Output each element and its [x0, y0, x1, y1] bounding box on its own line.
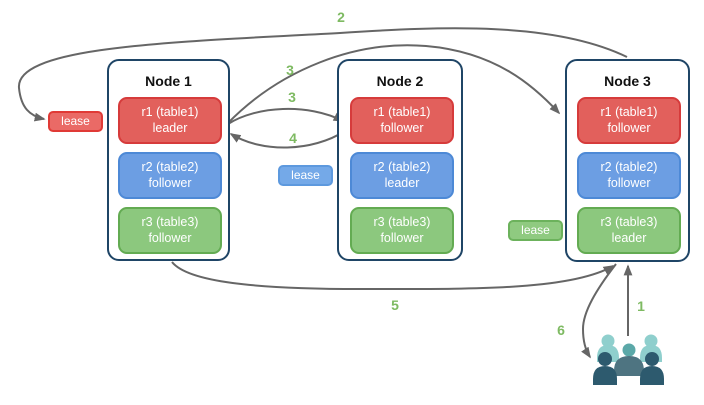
node1-replica-r1: r1 (table1) leader: [118, 97, 222, 144]
node-2-title: Node 2: [376, 73, 424, 89]
replica-range-label: r2 (table2): [141, 160, 199, 175]
replica-range-label: r2 (table2): [600, 160, 658, 175]
step-label-5: 5: [391, 297, 399, 313]
replica-range-label: r1 (table1): [373, 105, 431, 120]
replica-role-label: follower: [380, 230, 424, 245]
node1-replica-r2: r2 (table2) follower: [118, 152, 222, 199]
replica-range-label: r1 (table1): [600, 105, 658, 120]
lease-badge-table3: lease: [508, 220, 563, 241]
lease-badge-table1: lease: [48, 111, 103, 132]
node3-replica-r1: r1 (table1) follower: [577, 97, 681, 144]
replica-range-label: r2 (table2): [373, 160, 431, 175]
replica-range-label: r3 (table3): [373, 215, 431, 230]
node3-replica-r2: r2 (table2) follower: [577, 152, 681, 199]
node1-replica-r3: r3 (table3) follower: [118, 207, 222, 254]
node3-replica-r3: r3 (table3) leader: [577, 207, 681, 254]
arrow-step-3-leader-to-node2: [227, 108, 345, 125]
step-label-2: 2: [337, 9, 345, 25]
node-3-title: Node 3: [604, 73, 651, 89]
replica-role-label: leader: [611, 230, 647, 245]
step-label-3a: 3: [286, 62, 294, 78]
arrow-step-5-node1-to-node3: [171, 261, 615, 291]
replica-range-label: r3 (table3): [600, 215, 658, 230]
replica-role-label: leader: [152, 120, 188, 135]
replica-role-label: follower: [607, 120, 651, 135]
node2-replica-r2: r2 (table2) leader: [350, 152, 454, 199]
replica-role-label: follower: [607, 175, 651, 190]
node-1-card: Node 1 r1 (table1) leader r2 (table2) fo…: [107, 59, 230, 261]
step-label-1: 1: [637, 298, 645, 314]
replica-role-label: follower: [148, 175, 192, 190]
users-icon: [593, 334, 664, 385]
node2-replica-r3: r3 (table3) follower: [350, 207, 454, 254]
lease-badge-table2: lease: [278, 165, 333, 186]
node-1-title: Node 1: [145, 73, 192, 89]
node-2-card: Node 2 r1 (table1) follower r2 (table2) …: [337, 59, 463, 261]
replica-range-label: r3 (table3): [141, 215, 199, 230]
replica-role-label: leader: [384, 175, 420, 190]
step-label-6: 6: [557, 322, 565, 338]
step-label-3b: 3: [288, 89, 296, 105]
node2-replica-r1: r1 (table1) follower: [350, 97, 454, 144]
replica-role-label: follower: [148, 230, 192, 245]
step-label-4: 4: [289, 130, 297, 146]
replica-range-label: r1 (table1): [141, 105, 199, 120]
node-3-card: Node 3 r1 (table1) follower r2 (table2) …: [565, 59, 690, 262]
replica-role-label: follower: [380, 120, 424, 135]
